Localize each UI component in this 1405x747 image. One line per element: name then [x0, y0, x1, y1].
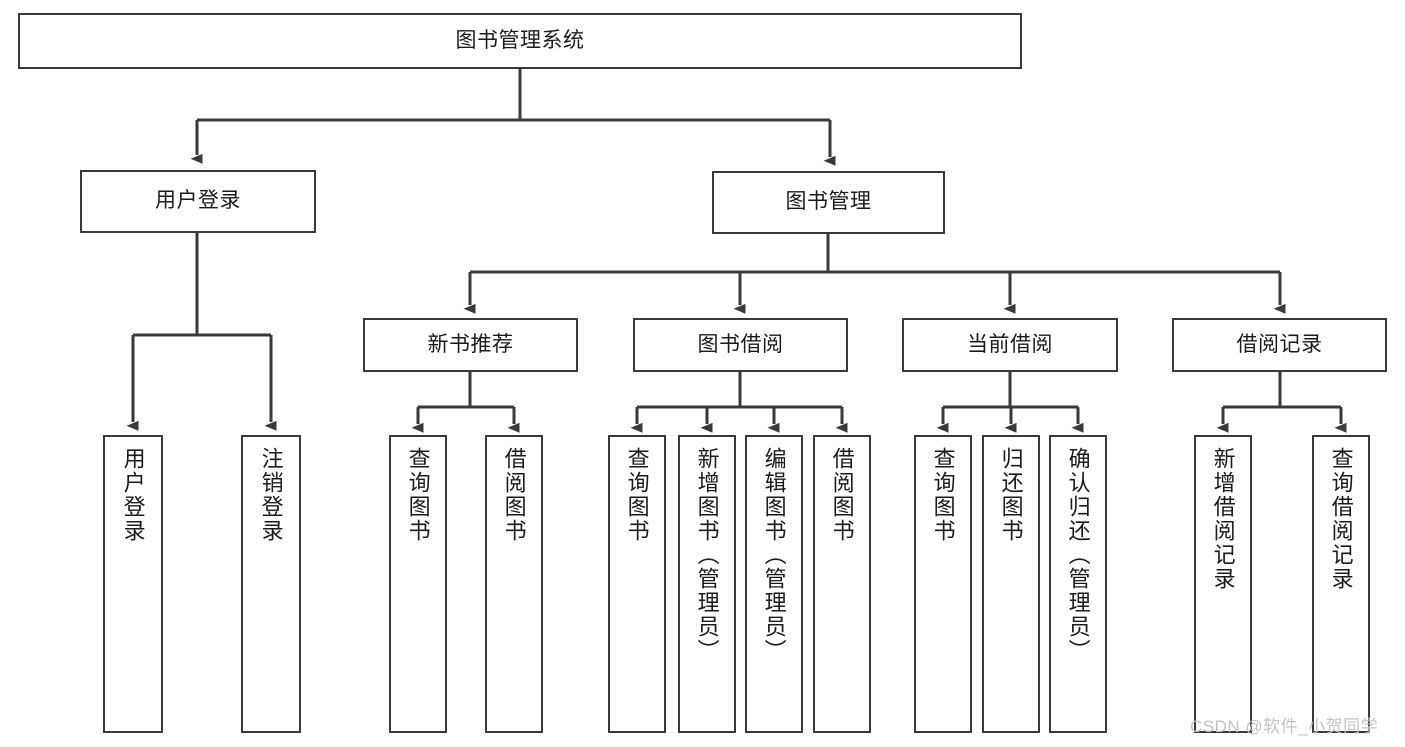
leaf-user-login[interactable]: 用户登录 [103, 435, 163, 733]
node-label: 借阅图书 [501, 447, 527, 543]
node-label: 查询图书 [624, 447, 650, 543]
node-label: 确认归还（管理员） [1065, 447, 1091, 663]
leaf-logout-login[interactable]: 注销登录 [241, 435, 301, 733]
leaf-query-borrow-record[interactable]: 查询借阅记录 [1312, 435, 1370, 733]
leaf-query-book-borrow[interactable]: 查询图书 [608, 435, 666, 733]
node-label: 图书管理 [785, 190, 872, 214]
leaf-confirm-return-admin[interactable]: 确认归还（管理员） [1049, 435, 1107, 733]
node-book-borrow[interactable]: 图书借阅 [633, 318, 848, 372]
node-label: 新增借阅记录 [1210, 447, 1236, 591]
leaf-borrow-book[interactable]: 借阅图书 [813, 435, 871, 733]
node-label: 用户登录 [120, 447, 146, 543]
node-label: 当前借阅 [967, 332, 1053, 356]
node-user-login[interactable]: 用户登录 [80, 170, 316, 233]
node-label: 新增图书（管理员） [694, 447, 720, 663]
leaf-query-book-recommend[interactable]: 查询图书 [389, 435, 447, 733]
node-label: 图书管理系统 [455, 28, 585, 52]
leaf-edit-book-admin[interactable]: 编辑图书（管理员） [745, 435, 803, 733]
leaf-add-book-admin[interactable]: 新增图书（管理员） [678, 435, 736, 733]
leaf-add-borrow-record[interactable]: 新增借阅记录 [1194, 435, 1252, 733]
node-label: 用户登录 [155, 189, 241, 213]
node-label: 归还图书 [998, 447, 1024, 543]
node-borrow-record[interactable]: 借阅记录 [1172, 318, 1387, 372]
leaf-query-book-current[interactable]: 查询图书 [914, 435, 972, 733]
node-label: 图书借阅 [697, 332, 784, 356]
node-current-borrow[interactable]: 当前借阅 [902, 318, 1118, 372]
node-new-book-recommend[interactable]: 新书推荐 [363, 318, 578, 372]
node-book-manage[interactable]: 图书管理 [712, 171, 945, 234]
csdn-watermark: CSDN @软件_小贺同学 [1190, 717, 1379, 736]
node-label: 编辑图书（管理员） [761, 447, 787, 663]
leaf-return-book[interactable]: 归还图书 [982, 435, 1040, 733]
node-label: 借阅记录 [1236, 332, 1323, 356]
node-label: 查询图书 [405, 447, 431, 543]
node-label: 借阅图书 [829, 447, 855, 543]
node-label: 新书推荐 [427, 332, 514, 356]
node-label: 查询借阅记录 [1328, 447, 1354, 591]
leaf-borrow-book-recommend[interactable]: 借阅图书 [485, 435, 543, 733]
node-label: 注销登录 [258, 447, 284, 543]
node-label: 查询图书 [930, 447, 956, 543]
node-root-system[interactable]: 图书管理系统 [18, 13, 1022, 69]
